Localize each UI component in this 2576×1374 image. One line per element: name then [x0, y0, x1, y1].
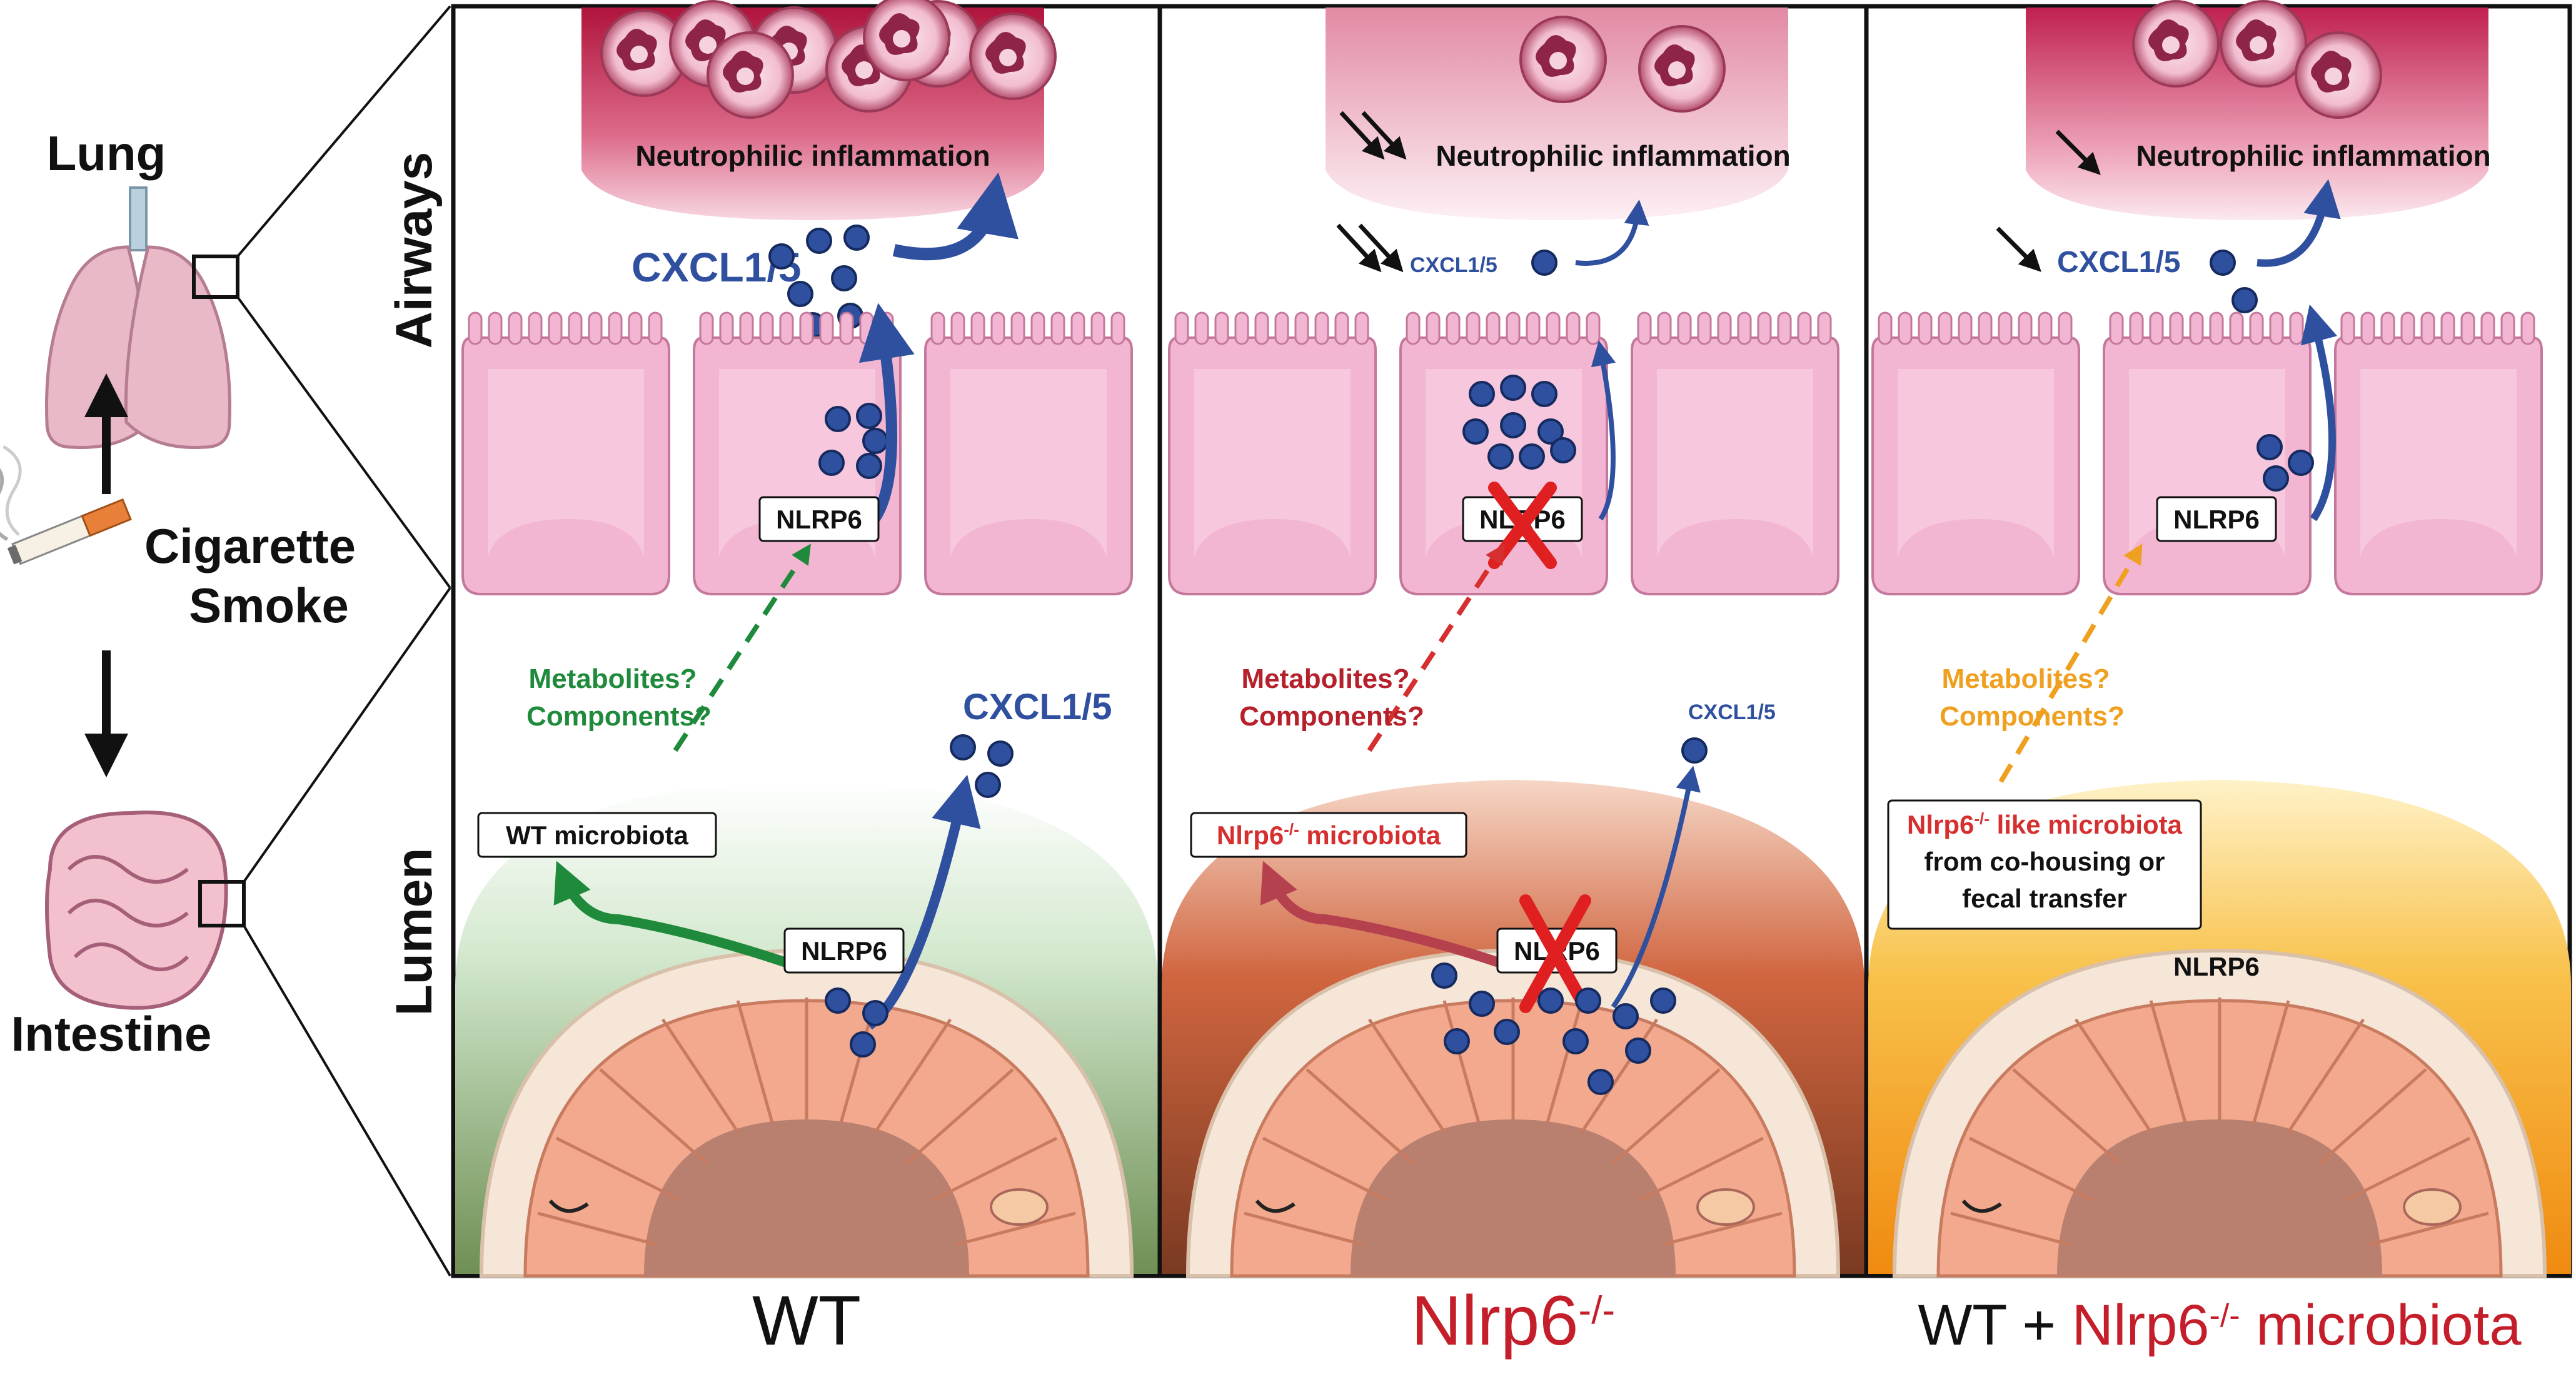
metabolites-label: Metabolites?: [1242, 664, 1410, 694]
nlrp6-gut-label: NLRP6: [801, 936, 887, 966]
cxcl-airway-label: CXCL1/5: [1410, 253, 1497, 277]
knockout-cross-gut: [1519, 894, 1591, 1013]
nlrp6-airway-box: [2156, 496, 2277, 542]
panel-wt: Neutrophilic inflammation CXCL1/5 NLRP6 …: [451, 0, 1162, 1278]
combo-title: WT + Nlrp6-/- microbiota: [1918, 1293, 2522, 1357]
lung-illustration: [45, 186, 239, 449]
knockout-title: Nlrp6-/-: [1411, 1281, 1615, 1360]
zoom-line-gut: [243, 587, 451, 883]
combo-title-wt: WT: [1918, 1293, 2006, 1357]
cohouse-microbiota-rest: like microbiota: [1990, 810, 2183, 839]
cohouse-microbiota-line1: Nlrp6-/- like microbiota: [1907, 809, 2183, 839]
cohouse-microbiota-base: Nlrp6: [1907, 810, 1974, 839]
wt-title: WT: [752, 1281, 861, 1360]
cxcl-lumen-label: CXCL1/5: [1688, 700, 1776, 724]
cohouse-microbiota-line3: fecal transfer: [1962, 884, 2127, 913]
knockout-title-base: Nlrp6: [1411, 1281, 1579, 1360]
left-organ-column: Lung Cigarette Smoke Intestine: [0, 5, 451, 1277]
lung-label: Lung: [47, 126, 166, 181]
nlrp6-gut-label: NLRP6: [2173, 952, 2260, 981]
cigarette-icon: [0, 445, 132, 565]
panel-knockout: Neutrophilic inflammation CXCL1/5 NLRP6 …: [1157, 4, 1869, 1278]
cohouse-microbiota-line2: from co-housing or: [1924, 847, 2165, 876]
components-label: Components?: [1239, 701, 1424, 732]
smoke-label: Smoke: [189, 578, 349, 633]
intestine-label: Intestine: [11, 1006, 212, 1061]
zoom-line-gut-lower: [243, 924, 451, 1277]
components-label: Components?: [526, 701, 712, 732]
wt-microbiota-box: [477, 812, 717, 858]
cxcl-lumen-label: CXCL1/5: [963, 687, 1112, 727]
cohouse-microbiota-box: [1887, 799, 2202, 930]
wt-microbiota-label: WT microbiota: [506, 821, 688, 850]
metabolites-label: Metabolites?: [1942, 664, 2110, 694]
airways-axis-label: Airways: [386, 152, 443, 349]
combo-title-rest: microbiota: [2240, 1293, 2522, 1357]
nlrp6-gut-box: [783, 927, 905, 974]
intestine-illustration: [45, 811, 246, 1010]
neutrophilic-label: Neutrophilic inflammation: [1436, 139, 1790, 172]
neutrophilic-label: Neutrophilic inflammation: [2136, 139, 2490, 172]
ko-microbiota-label: Nlrp6-/- microbiota: [1217, 820, 1441, 850]
components-label: Components?: [1940, 701, 2125, 732]
cohouse-microbiota-sup: -/-: [1974, 809, 1990, 828]
cigarette-label: Cigarette: [144, 518, 356, 573]
zoom-line-lung-lower: [236, 296, 451, 589]
ko-microbiota-rest: microbiota: [1299, 821, 1441, 850]
panel-cohousing: Neutrophilic inflammation CXCL1/5 NLRP6 …: [1864, 0, 2572, 1278]
zoom-line-lung: [236, 5, 451, 258]
ko-microbiota-box: [1190, 812, 1467, 858]
neutrophilic-label: Neutrophilic inflammation: [635, 139, 990, 172]
nlrp6-airway-label: NLRP6: [776, 505, 862, 534]
combo-title-plus: +: [2022, 1293, 2056, 1357]
ko-microbiota-sup: -/-: [1284, 820, 1299, 839]
nlrp6-airway-box: [758, 496, 880, 542]
combo-title-base: Nlrp6: [2072, 1293, 2210, 1357]
lumen-axis-label: Lumen: [386, 848, 443, 1016]
combo-title-sup: -/-: [2210, 1298, 2240, 1334]
knockout-title-sup: -/-: [1579, 1289, 1616, 1332]
cxcl-airway-label: CXCL1/5: [2057, 246, 2180, 279]
ko-microbiota-base: Nlrp6: [1217, 821, 1284, 850]
metabolites-label: Metabolites?: [529, 664, 697, 694]
nlrp6-airway-label: NLRP6: [2173, 505, 2260, 534]
